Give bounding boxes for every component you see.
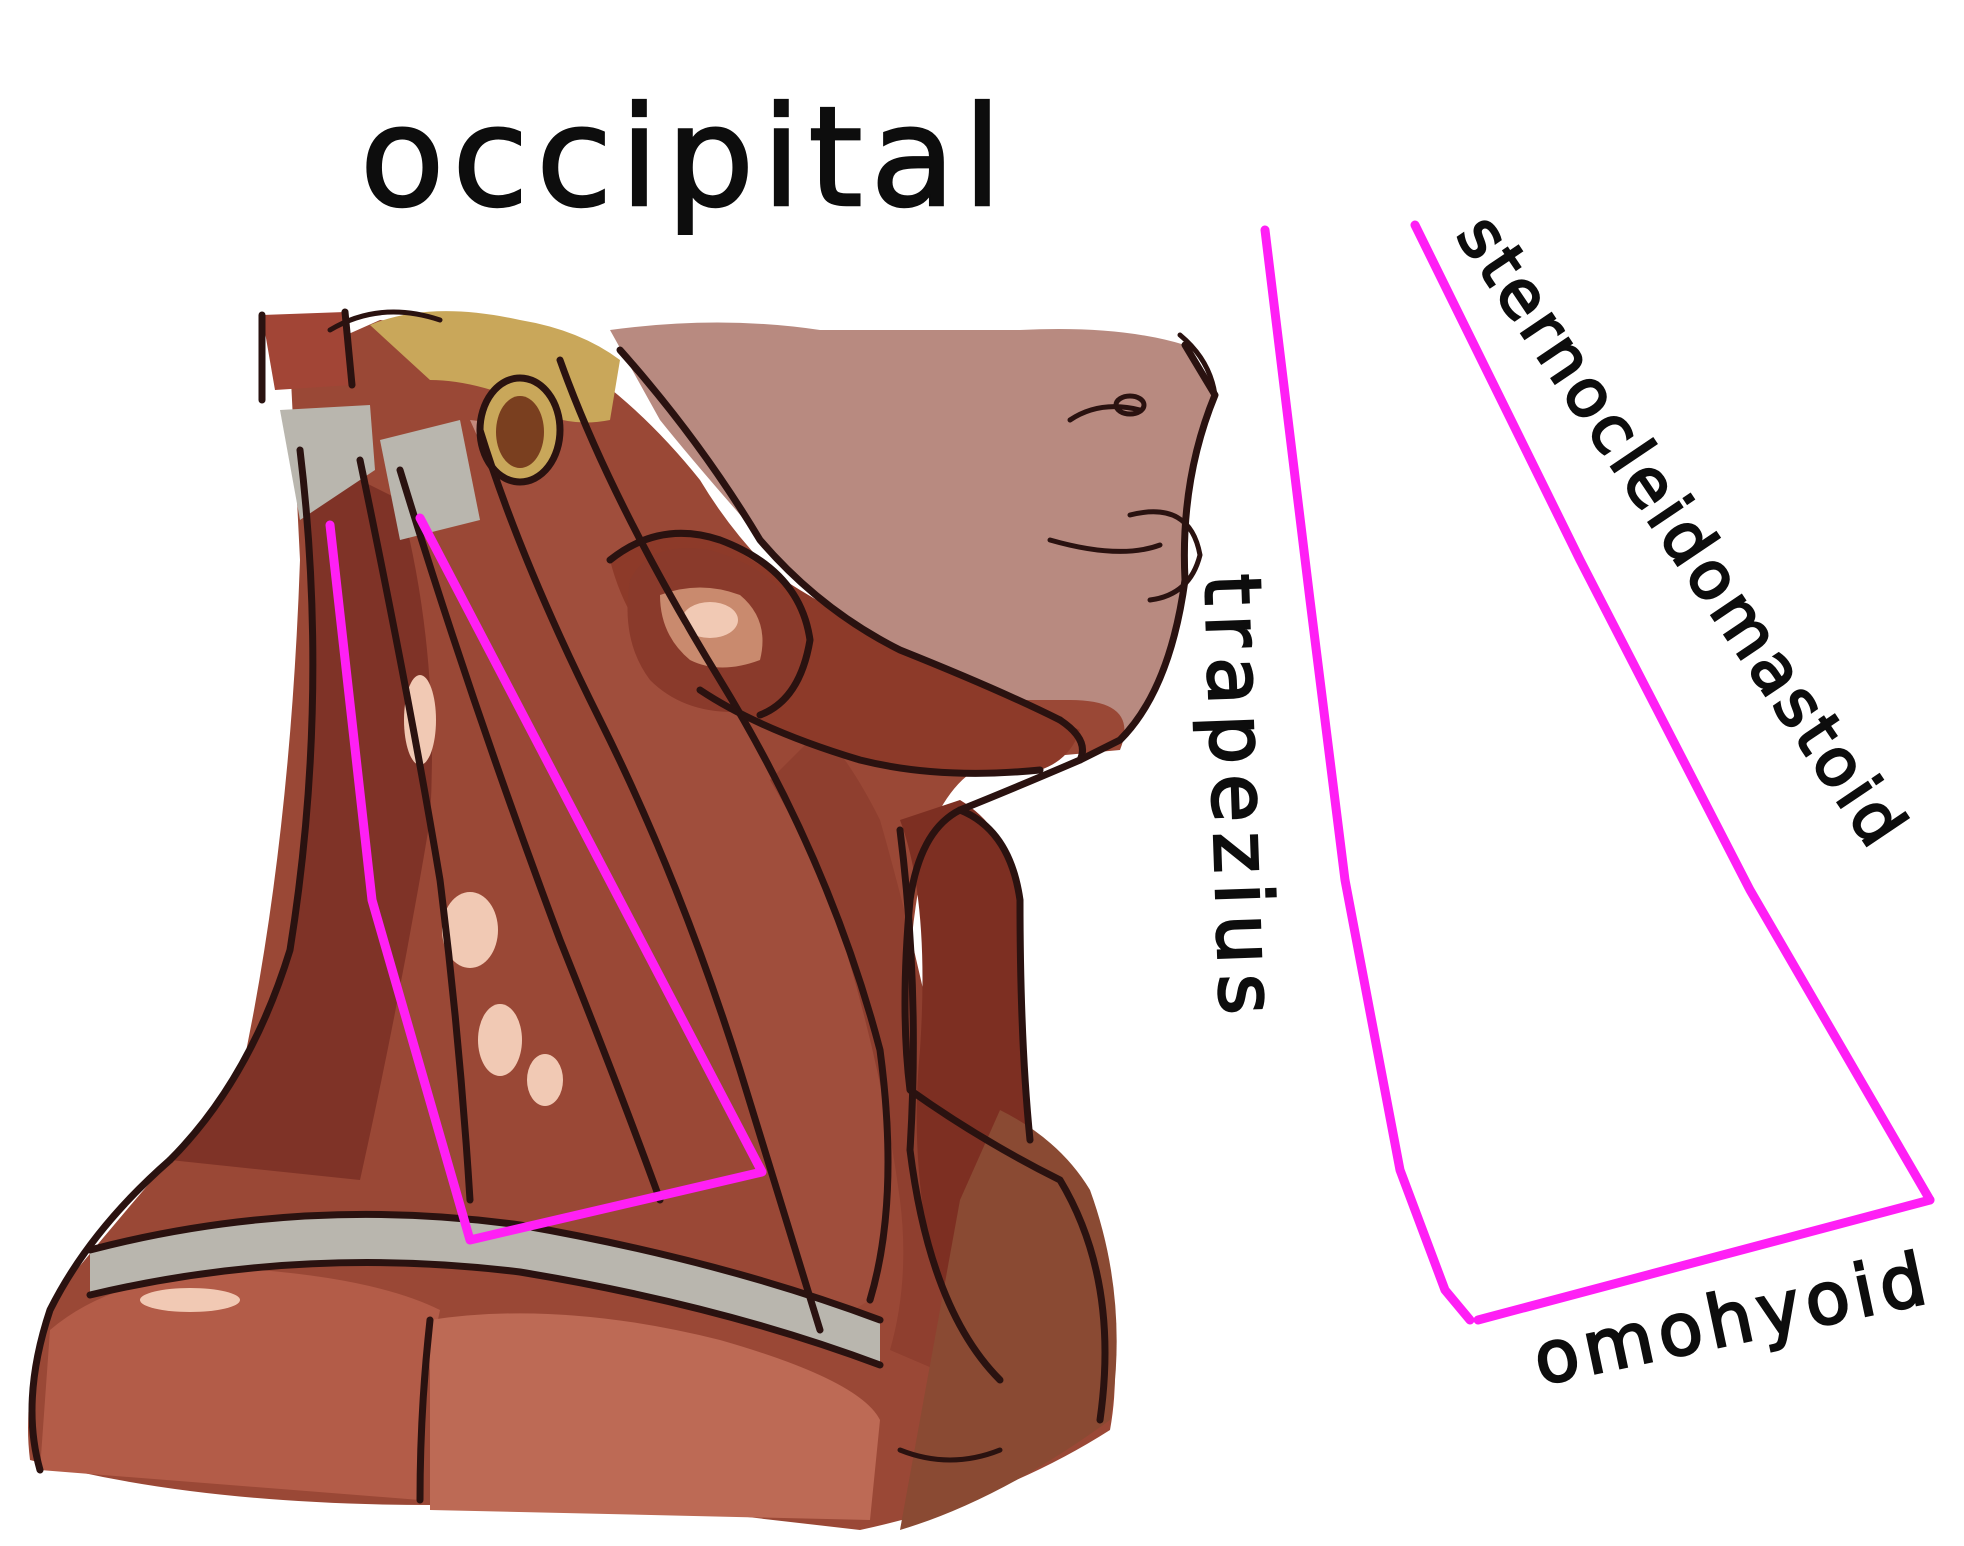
face-region: [610, 322, 1215, 745]
clavicle: [90, 1214, 880, 1365]
mastoid-section-inner: [496, 396, 544, 468]
omohyoid-label: omohyoid: [1526, 1235, 1939, 1401]
fat-highlights: [140, 602, 738, 1312]
shoulder-muscle: [40, 1270, 440, 1500]
occipital-fat: [370, 311, 620, 423]
chest-muscle: [430, 1313, 880, 1520]
title-label: occipital: [360, 77, 1009, 238]
neck-illustration: [28, 308, 1219, 1530]
omohyoid-side: [1473, 1195, 1935, 1325]
trapezius-label: trapezius: [1186, 573, 1292, 1027]
right-shoulder-skin: [900, 1110, 1117, 1530]
occipital-triangle-overlay: [325, 513, 767, 1245]
lateral-muscle-left: [170, 450, 432, 1180]
trapezius-side: [1260, 225, 1475, 1325]
upper-tendon-right: [380, 420, 480, 540]
schematic-triangle: [1260, 220, 1935, 1325]
scm-muscle: [480, 360, 888, 1330]
sternocleidomastoid-side: [1410, 220, 1935, 1205]
